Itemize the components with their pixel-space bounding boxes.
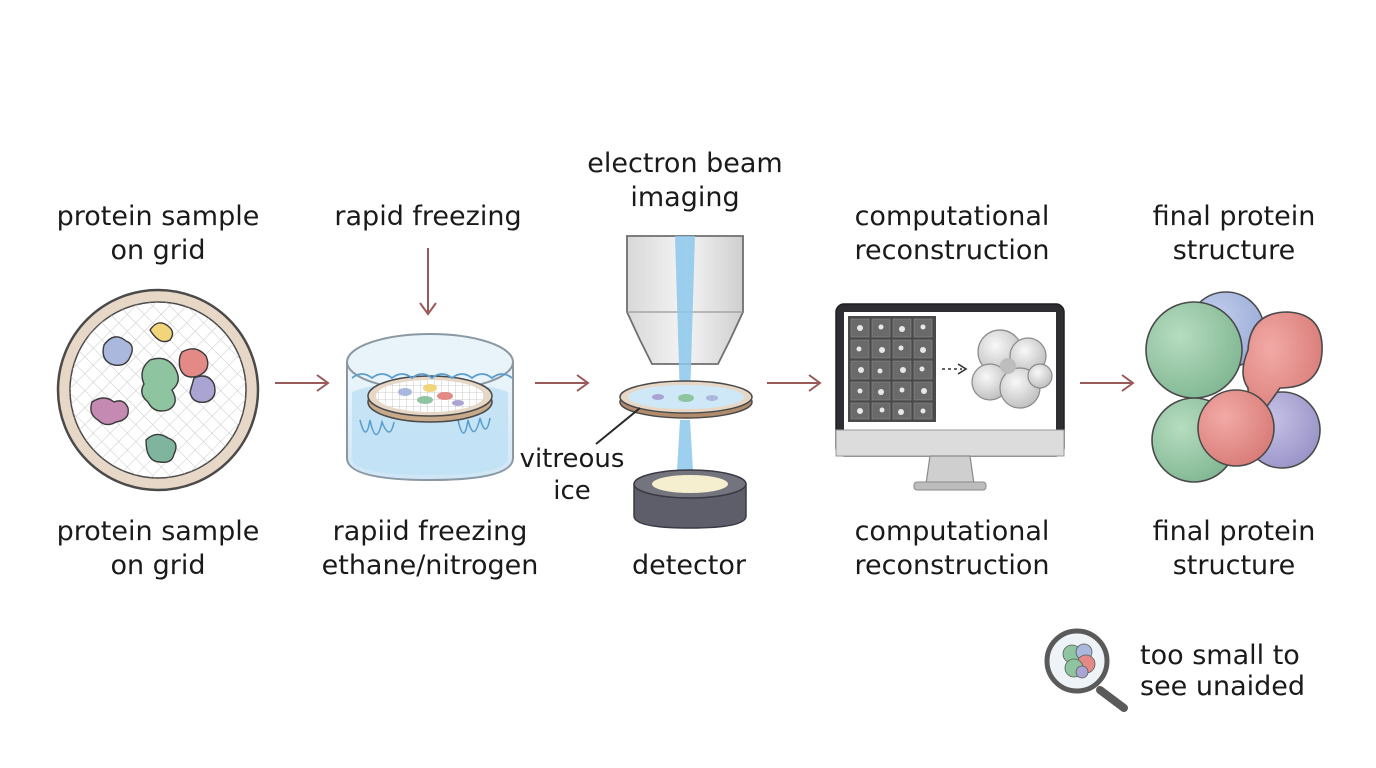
flow-arrow-3 — [767, 374, 822, 392]
vitreous-ice-label-line2: ice — [553, 476, 591, 506]
grid-top-label: protein sample on grid — [57, 200, 260, 268]
microscope-top-label-line2: imaging — [630, 182, 740, 213]
structure-top-label-line1: final protein — [1152, 201, 1316, 232]
microscope-bottom-label: detector — [632, 549, 746, 583]
microscope-top-label: electron beam imaging — [587, 147, 782, 215]
flow-arrow-1 — [275, 374, 330, 392]
size-note-line1: too small to — [1140, 640, 1300, 671]
computer-top-label-line2: reconstruction — [854, 235, 1050, 266]
structure-bottom-label-line1: final protein — [1152, 516, 1316, 547]
computer-monitor-icon — [835, 303, 1065, 491]
protein-structure-icon — [1145, 291, 1323, 483]
computer-top-label-line1: computational — [854, 201, 1050, 232]
grid-top-label-line1: protein sample — [56, 201, 260, 232]
microscope-top-label-line1: electron beam — [587, 148, 783, 179]
protein-grid-icon — [56, 288, 260, 492]
grid-top-label-line2: on grid — [110, 235, 206, 266]
freezing-bottom-label-line2: ethane/nitrogen — [321, 550, 539, 581]
flow-arrow-2 — [535, 374, 590, 392]
vitreous-ice-label-line1: vitreous — [519, 444, 625, 474]
freezing-down-arrow — [419, 248, 437, 316]
reconstruction-arrow — [942, 363, 968, 375]
grid-bottom-label-line2: on grid — [110, 550, 206, 581]
vitreous-ice-label: vitreous ice — [516, 443, 628, 507]
size-note: too small to see unaided — [1140, 640, 1305, 702]
structure-bottom-label-line2: structure — [1172, 550, 1296, 581]
flow-arrow-4 — [1080, 374, 1135, 392]
vitreous-ice-pointer — [595, 407, 641, 445]
detector-label: detector — [632, 550, 746, 581]
structure-top-label-line2: structure — [1172, 235, 1296, 266]
size-note-line2: see unaided — [1140, 671, 1306, 702]
detector-icon — [633, 469, 747, 529]
computer-bottom-label-line1: computational — [854, 516, 1050, 547]
structure-bottom-label: final protein structure — [1153, 515, 1316, 583]
magnifier-icon — [1044, 628, 1128, 712]
freezing-tub-icon — [346, 248, 514, 482]
grid-bottom-label-line1: protein sample — [56, 516, 260, 547]
electron-microscope-icon — [595, 235, 753, 529]
reconstructed-model — [971, 329, 1053, 409]
computer-top-label: computational reconstruction — [854, 200, 1049, 268]
particle-thumbnail-grid — [848, 316, 936, 422]
freezing-bottom-label: rapiid freezing ethane/nitrogen — [322, 515, 539, 583]
freezing-bottom-label-line1: rapiid freezing — [332, 516, 528, 547]
computer-bottom-label-line2: reconstruction — [854, 550, 1050, 581]
electron-beam — [675, 236, 695, 400]
computer-bottom-label: computational reconstruction — [854, 515, 1049, 583]
structure-top-label: final protein structure — [1153, 200, 1316, 268]
freezing-top-label-line1: rapid freezing — [334, 201, 522, 232]
grid-bottom-label: protein sample on grid — [57, 515, 260, 583]
freezing-top-label: rapid freezing — [334, 200, 521, 234]
